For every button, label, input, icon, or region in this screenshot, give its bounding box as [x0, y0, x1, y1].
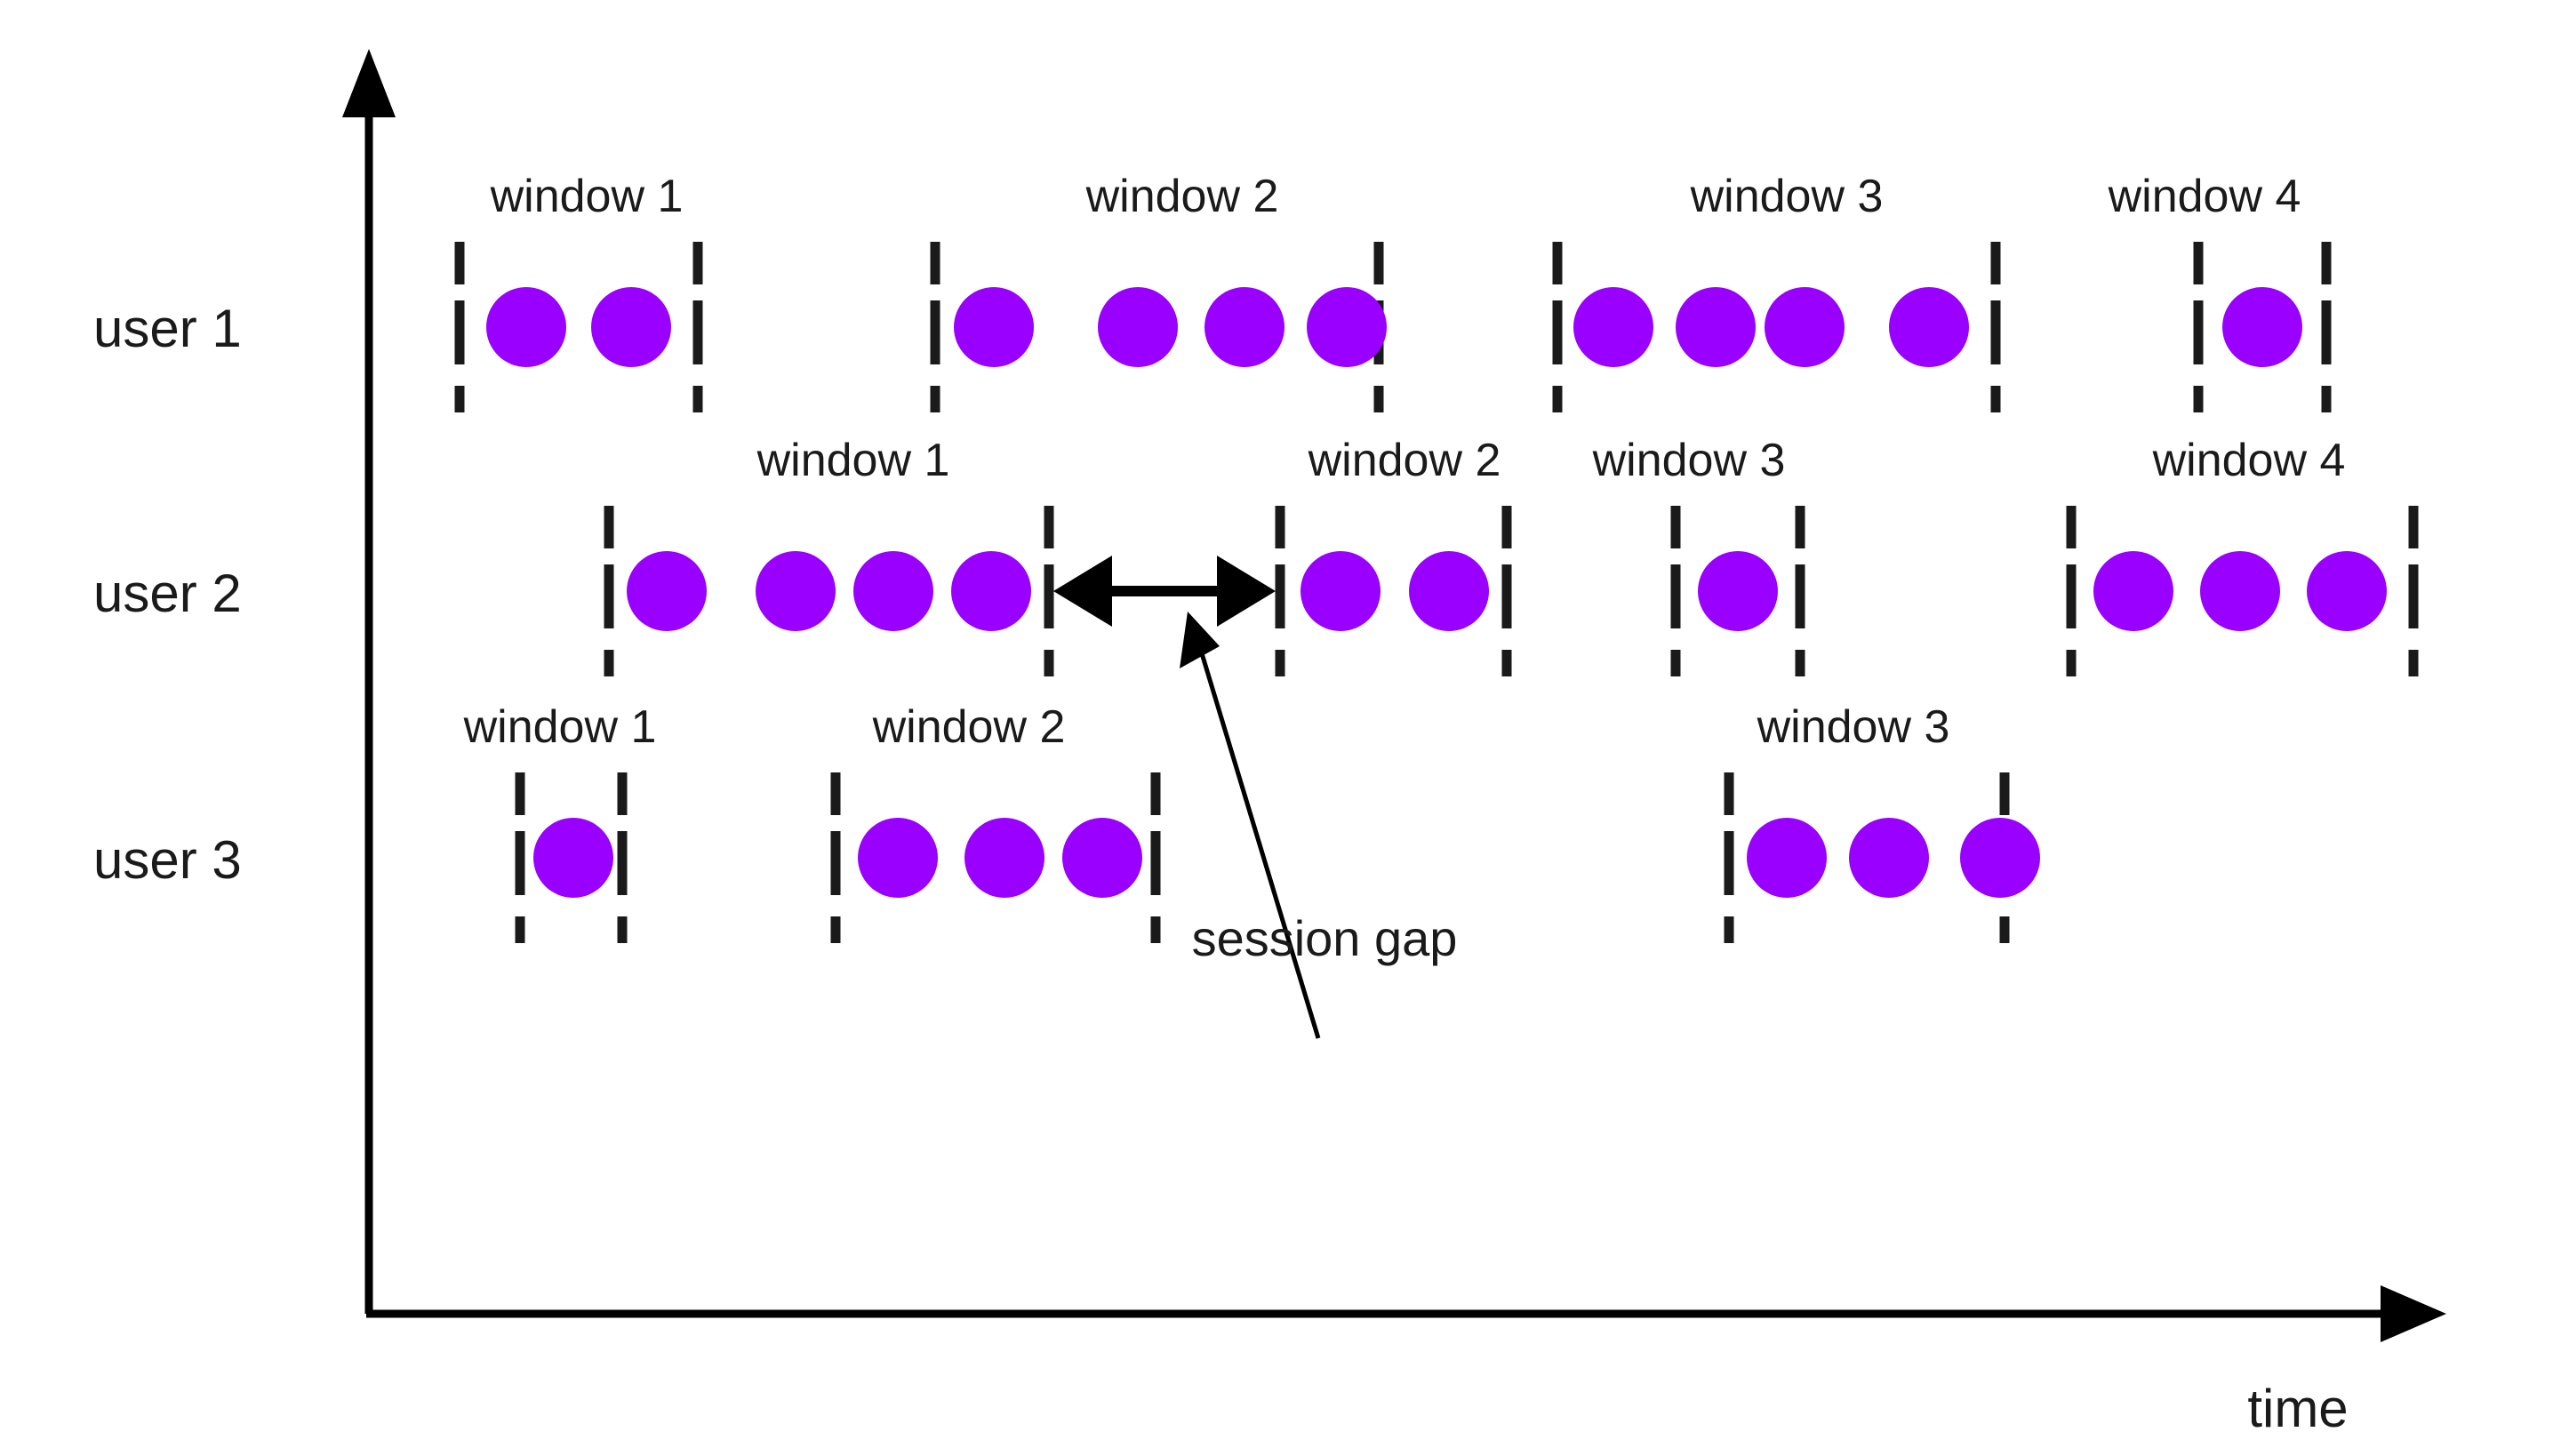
- event-dot: [954, 287, 1034, 367]
- window-group-u1-w4: window 4: [2108, 171, 2332, 412]
- session-gap-arrow: [1053, 556, 1276, 627]
- window-label: window 1: [490, 171, 684, 222]
- window-label: window 2: [1308, 435, 1501, 486]
- pointer-line: [1193, 632, 1321, 1039]
- window-label: window 2: [872, 701, 1066, 753]
- event-dot: [627, 551, 707, 631]
- event-dot: [591, 287, 671, 367]
- window-group-u3-w3: window 3: [1724, 701, 2040, 943]
- event-dot: [964, 818, 1044, 898]
- window-label: window 4: [2108, 171, 2301, 222]
- window-group-u3-w2: window 2: [830, 701, 1161, 943]
- event-dot: [2093, 551, 2173, 631]
- y-axis-arrowhead: [342, 49, 396, 117]
- event-dot: [1062, 818, 1142, 898]
- window-label: window 3: [1592, 435, 1786, 486]
- event-dot: [2222, 287, 2302, 367]
- window-label: window 4: [2152, 435, 2346, 486]
- window-label: window 3: [1757, 701, 1950, 753]
- session-gap-pointer: [1180, 612, 1321, 1039]
- event-dot: [858, 818, 938, 898]
- event-dot: [1960, 818, 2040, 898]
- event-dot: [1747, 818, 1827, 898]
- user-label-3: user 3: [93, 830, 242, 890]
- window-group-u1-w1: window 1: [454, 171, 703, 412]
- event-dot: [1889, 287, 1969, 367]
- window-group-u1-w2: window 2: [930, 171, 1387, 412]
- event-dot: [1301, 551, 1381, 631]
- event-dot: [1307, 287, 1387, 367]
- event-dot: [2200, 551, 2280, 631]
- pointer-arrowhead: [1180, 612, 1220, 668]
- window-group-u2-w3: window 3: [1592, 435, 1805, 676]
- user-label-1: user 1: [93, 299, 242, 358]
- window-group-u1-w3: window 3: [1552, 171, 2001, 412]
- window-group-u2-w4: window 4: [2066, 435, 2419, 676]
- event-dot: [1098, 287, 1178, 367]
- user-labels-group: user 1 user 2 user 3: [93, 299, 242, 890]
- event-dot: [1409, 551, 1489, 631]
- window-label: window 1: [756, 435, 950, 486]
- window-label: window 2: [1085, 171, 1279, 222]
- user-row-2: window 1 window 2 window 3 window 4: [604, 435, 2419, 676]
- user-row-3: window 1 window 2 window 3: [463, 701, 2040, 943]
- event-dot: [951, 551, 1031, 631]
- x-axis-label: time: [2247, 1379, 2348, 1438]
- window-group-u3-w1: window 1: [463, 701, 657, 943]
- event-dot: [1204, 287, 1284, 367]
- event-dot: [486, 287, 566, 367]
- event-dot: [853, 551, 933, 631]
- x-axis-arrowhead: [2381, 1285, 2446, 1342]
- event-dot: [756, 551, 836, 631]
- user-row-1: window 1 window 2 window 3 window 4: [454, 171, 2332, 412]
- event-dot: [1849, 818, 1929, 898]
- window-group-u2-w2: window 2: [1275, 435, 1512, 676]
- window-label: window 3: [1690, 171, 1884, 222]
- gap-arrow-head-left: [1053, 556, 1112, 627]
- window-label: window 1: [463, 701, 657, 753]
- user-label-2: user 2: [93, 564, 242, 623]
- gap-arrow-head-right: [1217, 556, 1276, 627]
- window-group-u2-w1: window 1: [604, 435, 1054, 676]
- event-dot: [2307, 551, 2387, 631]
- session-gap-label: session gap: [1192, 910, 1458, 966]
- axes-group: [342, 49, 2446, 1342]
- event-dot: [533, 818, 613, 898]
- event-dot: [1676, 287, 1756, 367]
- event-dot: [1698, 551, 1778, 631]
- event-dot: [1765, 287, 1845, 367]
- event-dot: [1573, 287, 1653, 367]
